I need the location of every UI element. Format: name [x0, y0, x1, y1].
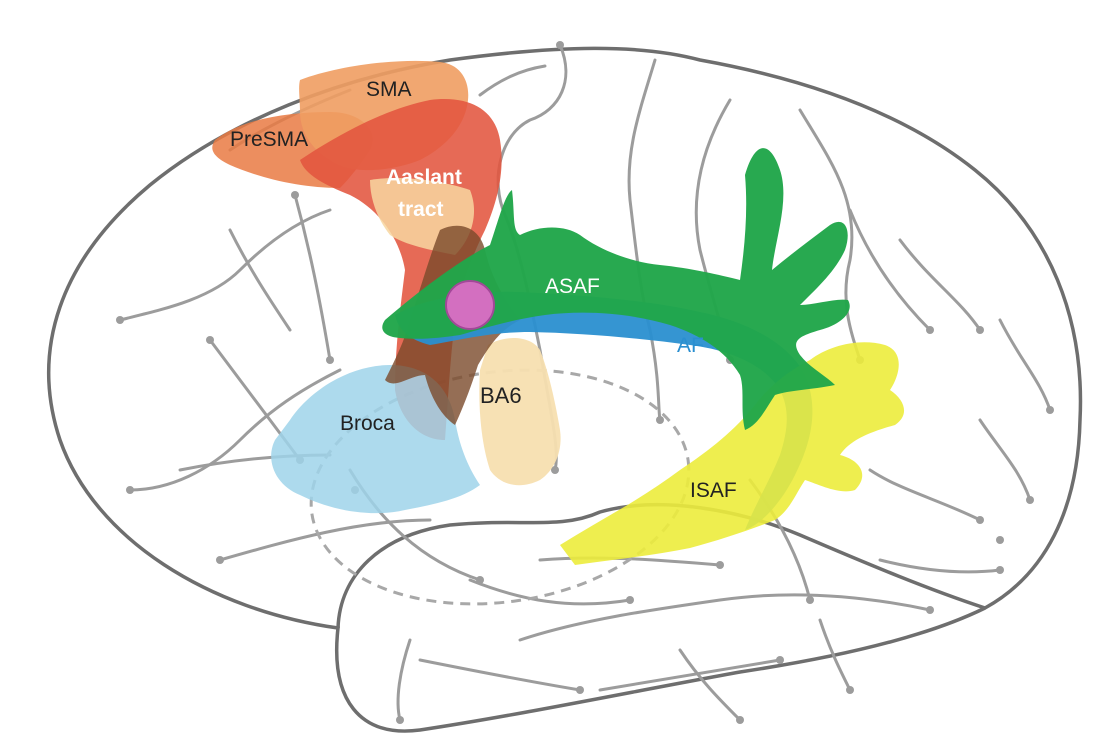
aaslant-label-line1: Aaslant: [386, 166, 462, 189]
brain-outline: [47, 46, 1083, 733]
aaslant-label-line2: tract: [398, 198, 444, 221]
af-label: AF: [677, 334, 704, 357]
central-hub-circle: [445, 280, 495, 330]
broca-label: Broca: [340, 412, 395, 435]
ba6-label: BA6: [480, 383, 522, 408]
asaf-label: ASAF: [545, 275, 600, 298]
asaf-tract: [382, 148, 850, 430]
sma-label: SMA: [366, 78, 412, 101]
temporal-lobe-outline: [336, 503, 986, 629]
presma-label: PreSMA: [230, 128, 308, 151]
isaf-tract: [560, 342, 905, 565]
ba6-region: [479, 338, 561, 486]
isaf-label: ISAF: [690, 479, 737, 502]
broca-region: [271, 365, 480, 514]
dashed-region-ellipse: [309, 368, 691, 606]
